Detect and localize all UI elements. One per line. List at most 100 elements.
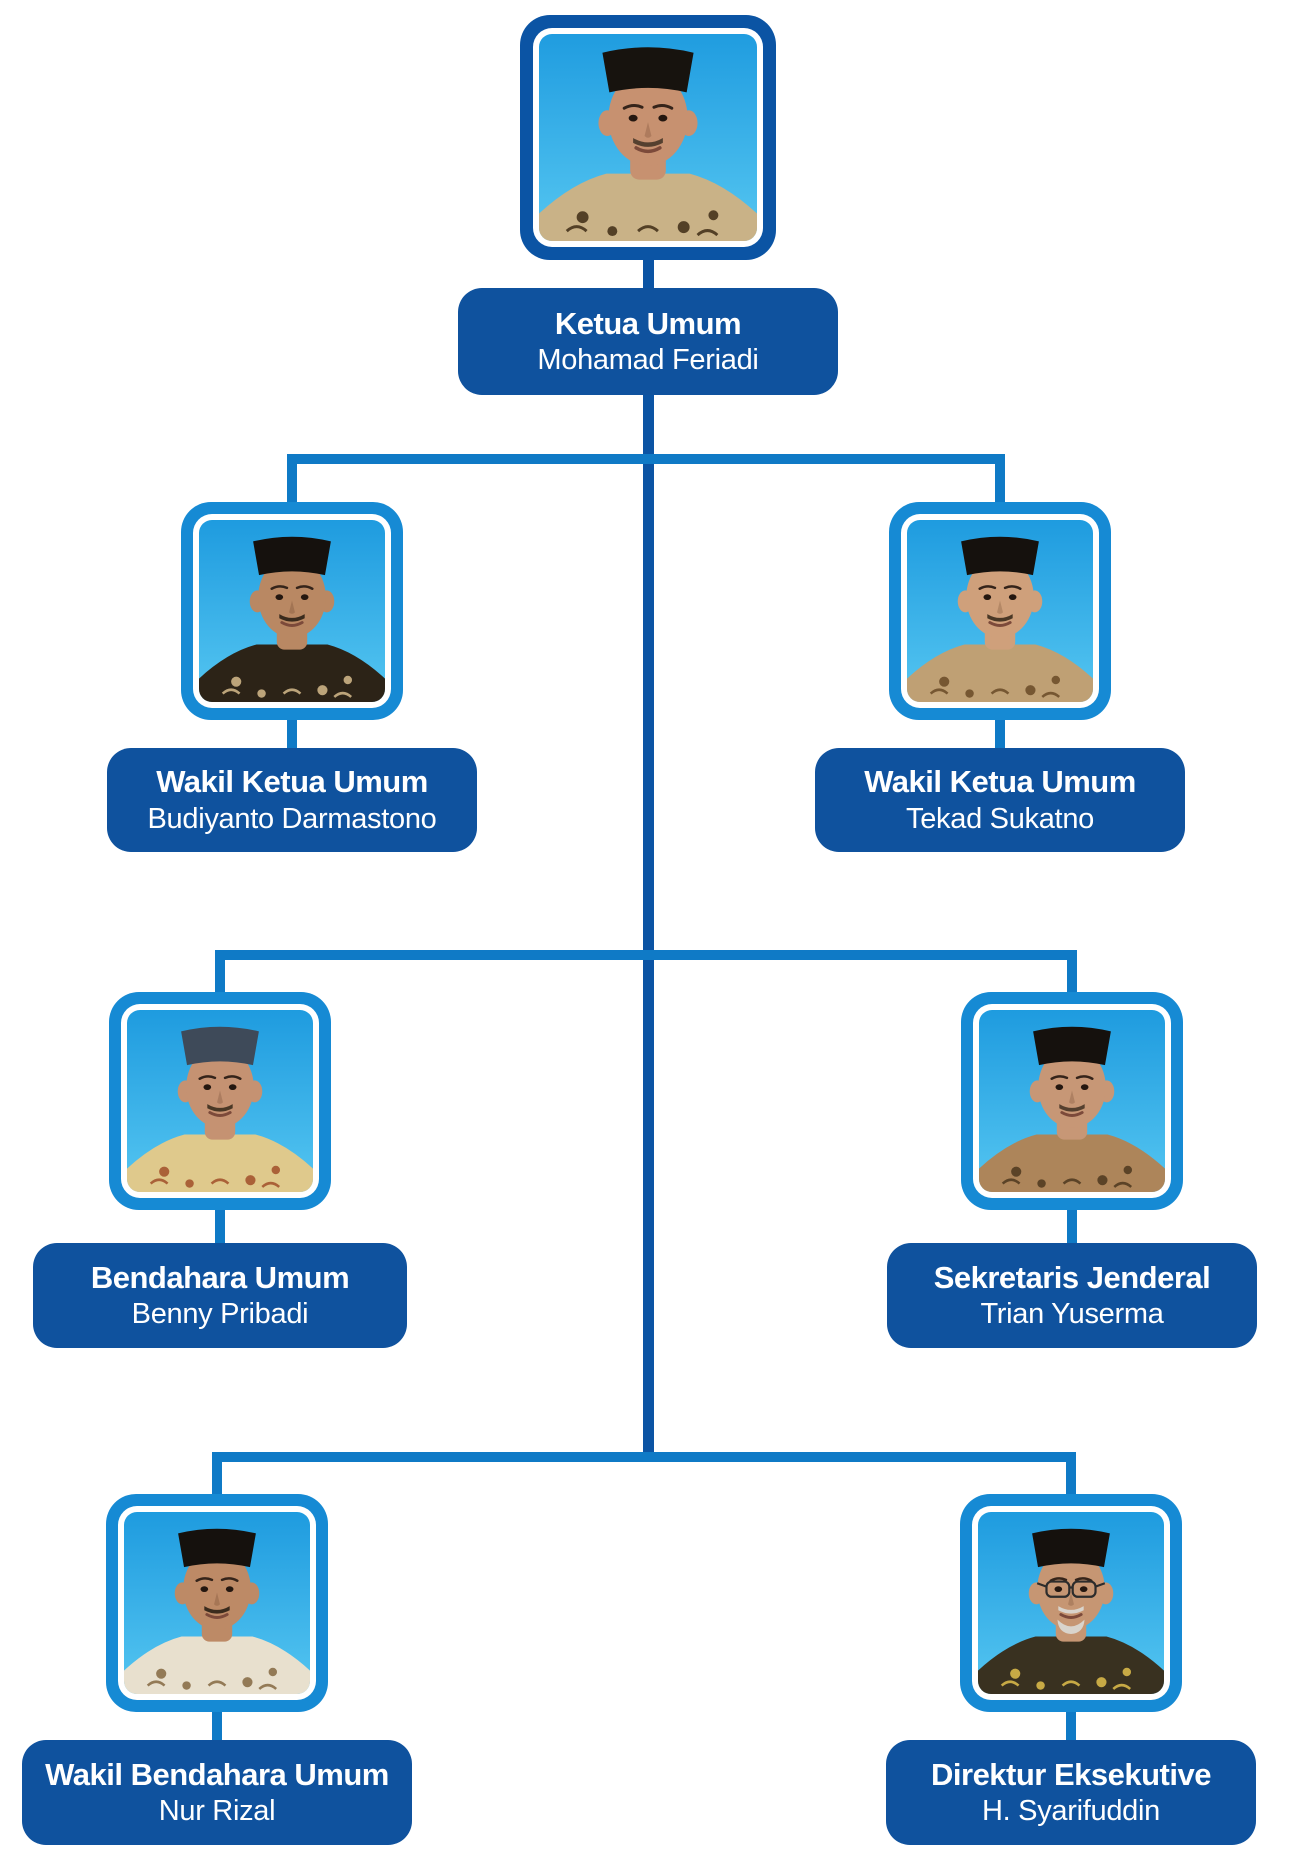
mouth [205,1613,229,1619]
peci-cap [961,536,1039,576]
head [608,70,688,166]
beard [1057,1619,1085,1634]
member-photo [907,520,1093,702]
photo-border [533,28,763,247]
role-title: Bendahara Umum [90,1259,350,1295]
role-card-wakil-bendahara-umum: Wakil Bendahara Umum Nur Rizal [22,1740,412,1845]
photo-frame-wakil-bendahara-umum [106,1494,328,1712]
mustache [279,614,305,622]
member-name: H. Syarifuddin [982,1795,1160,1828]
head [966,556,1034,638]
mouth [988,621,1012,627]
eye-left [275,594,284,601]
shirt [127,1134,313,1192]
mustache [207,1104,233,1112]
role-card-ketua-umum: Ketua Umum Mohamad Feriadi [458,288,838,395]
batik-pattern [1000,1667,1132,1690]
connector-trunk [643,393,654,1462]
eyebrows [1049,1577,1093,1582]
peci-cap [178,1528,256,1568]
nose [217,1090,223,1104]
mouth [1060,1111,1084,1117]
eye-right [658,114,668,122]
photo-frame-ketua-umum [520,15,776,260]
mouth [634,146,662,154]
connector-drop-level2-left [287,454,297,504]
batik-pattern [1001,1165,1133,1188]
batik-pattern [221,675,353,698]
photo-frame-bendahara-umum [109,992,331,1210]
shirt [978,1636,1164,1694]
peci-cap [1033,1026,1111,1066]
photo-border [901,514,1099,708]
role-card-wakil-ketua-umum-budiyanto: Wakil Ketua Umum Budiyanto Darmastono [107,748,477,852]
shirt [979,1134,1165,1192]
member-name: Trian Yuserma [980,1298,1164,1331]
role-card-sekretaris-jenderal: Sekretaris Jenderal Trian Yuserma [887,1243,1257,1348]
connector-root-stub [643,259,654,291]
nose [1069,1090,1075,1104]
member-photo [979,1010,1165,1192]
role-title: Wakil Ketua Umum [156,764,428,799]
role-card-wakil-ketua-umum-tekad: Wakil Ketua Umum Tekad Sukatno [815,748,1185,852]
eye-left [1054,1586,1063,1593]
role-title: Wakil Ketua Umum [864,764,1136,799]
role-card-bendahara-umum: Bendahara Umum Benny Pribadi [33,1243,407,1348]
batik-pattern [929,675,1061,698]
head [1038,1046,1106,1128]
peci-cap [1032,1528,1110,1568]
connector-drop-level2-right [995,454,1005,504]
connector-stub-level4-right [1066,1712,1076,1742]
connector-stub-level2-right [995,720,1005,750]
member-name: Budiyanto Darmastono [147,802,437,835]
connector-drop-level4-right [1066,1452,1076,1496]
eye-right [1079,1586,1088,1593]
role-title: Sekretaris Jenderal [933,1259,1211,1295]
role-title: Direktur Eksekutive [931,1756,1211,1792]
connector-drop-level3-left [215,950,225,994]
eyebrows [978,585,1022,590]
nose [1068,1592,1074,1606]
member-name: Benny Pribadi [131,1298,309,1331]
person-avatar [978,1512,1164,1694]
connector-stub-level3-left [215,1210,225,1245]
member-photo [127,1010,313,1192]
shirt [124,1636,310,1694]
eye-left [203,1084,212,1091]
glasses [1036,1580,1106,1598]
batik-pattern [565,210,719,237]
shirt [539,173,757,241]
mouth [208,1111,232,1117]
person-avatar [199,520,385,702]
connector-stub-level3-right [1067,1210,1077,1245]
mustache [633,137,663,147]
nose [997,600,1003,614]
connector-branch-2 [215,950,1077,960]
member-photo [978,1512,1164,1694]
person-avatar [539,34,757,241]
photo-frame-wakil-ketua-umum-budiyanto [181,502,403,720]
person-avatar [124,1512,310,1694]
eyebrows [198,1075,242,1080]
connector-stub-level4-left [212,1712,222,1742]
eye-left [1055,1084,1064,1091]
head [183,1548,251,1630]
photo-border [118,1506,316,1700]
eyebrows [1050,1075,1094,1080]
person-avatar [907,520,1093,702]
role-title: Ketua Umum [554,305,742,341]
member-name: Tekad Sukatno [906,802,1094,835]
photo-frame-direktur-eksekutive [960,1494,1182,1712]
head [1037,1548,1105,1630]
peci-cap [181,1026,259,1066]
member-photo [199,520,385,702]
eye-left [983,594,992,601]
connector-stub-level2-left [287,720,297,750]
head [258,556,326,638]
eye-left [200,1586,209,1593]
photo-border [121,1004,319,1198]
shirt [199,644,385,702]
eye-right [228,1084,237,1091]
connector-drop-level4-left [212,1452,222,1496]
